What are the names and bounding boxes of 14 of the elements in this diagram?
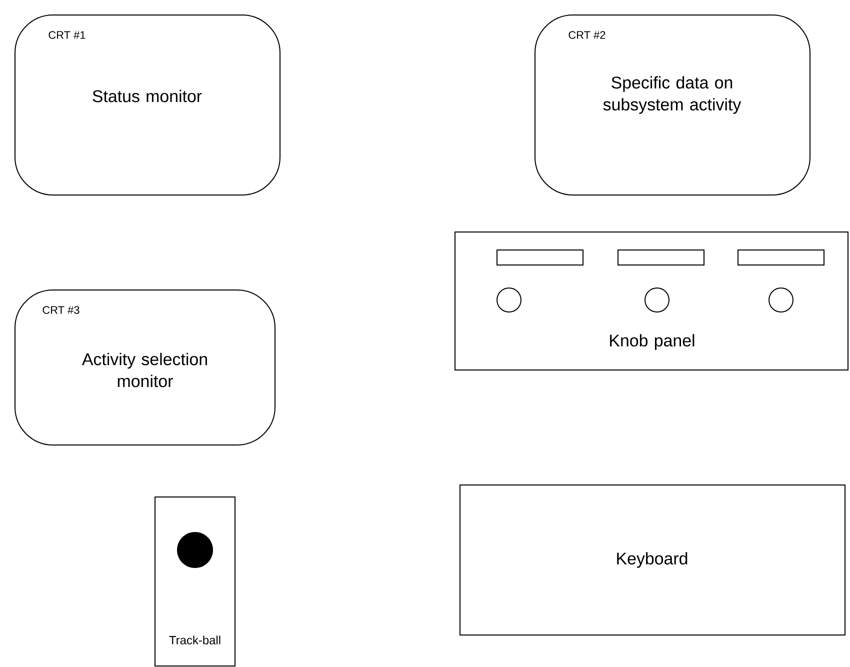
screen-label: CRT #1 [48,31,86,39]
label: Status monitor [92,90,202,102]
label: Specific data on subsystem activity [603,76,742,114]
screen-label: CRT #2 [568,31,606,39]
label: Knob panel [610,334,694,350]
monitor-box [534,14,810,196]
label: Track-ball [169,636,220,644]
screen-label: CRT #3 [42,306,80,314]
keyboard-box [460,484,846,636]
monitor-box [14,290,276,446]
label: Keyboard [617,552,688,568]
knob-panel [454,232,848,370]
monitor-box [14,14,280,196]
label: Activity selection monitor [82,352,207,388]
